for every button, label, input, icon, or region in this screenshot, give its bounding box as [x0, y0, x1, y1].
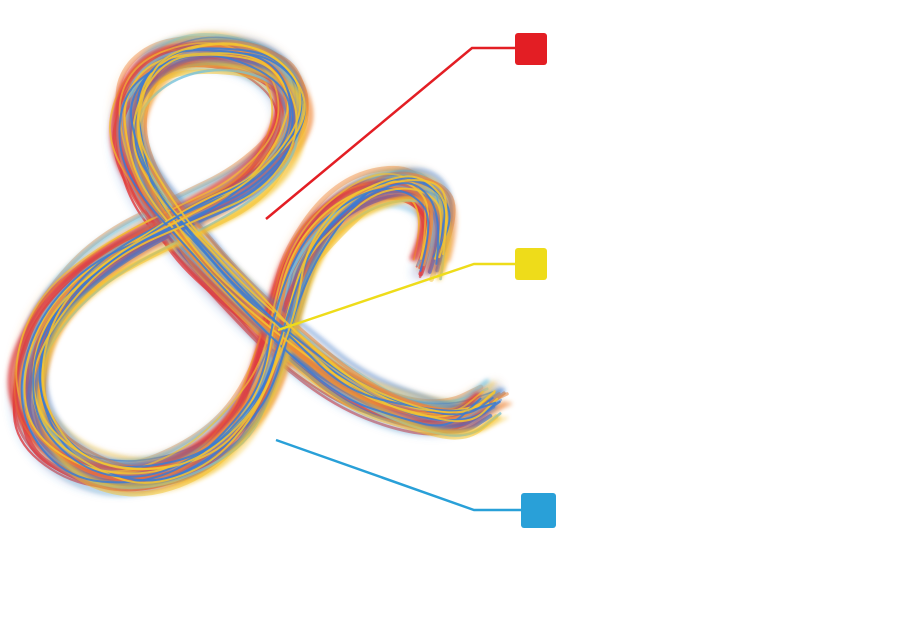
brush-strand-highlight — [32, 49, 497, 478]
brush-strand — [14, 42, 481, 471]
red-callout-marker — [515, 33, 547, 65]
yellow-leader-line — [277, 262, 515, 332]
yellow-callout-marker — [515, 248, 547, 280]
blue-leader-line — [275, 438, 521, 512]
callout-leader-lines — [265, 46, 521, 512]
red-leader-line — [265, 46, 515, 220]
brush-strand-highlight — [20, 54, 482, 484]
blue-callout-marker — [521, 493, 556, 528]
brush-strand-highlight — [41, 42, 496, 470]
brush-strand-highlight — [39, 51, 501, 482]
ampersand-brushstroke-graphic — [7, 31, 512, 497]
